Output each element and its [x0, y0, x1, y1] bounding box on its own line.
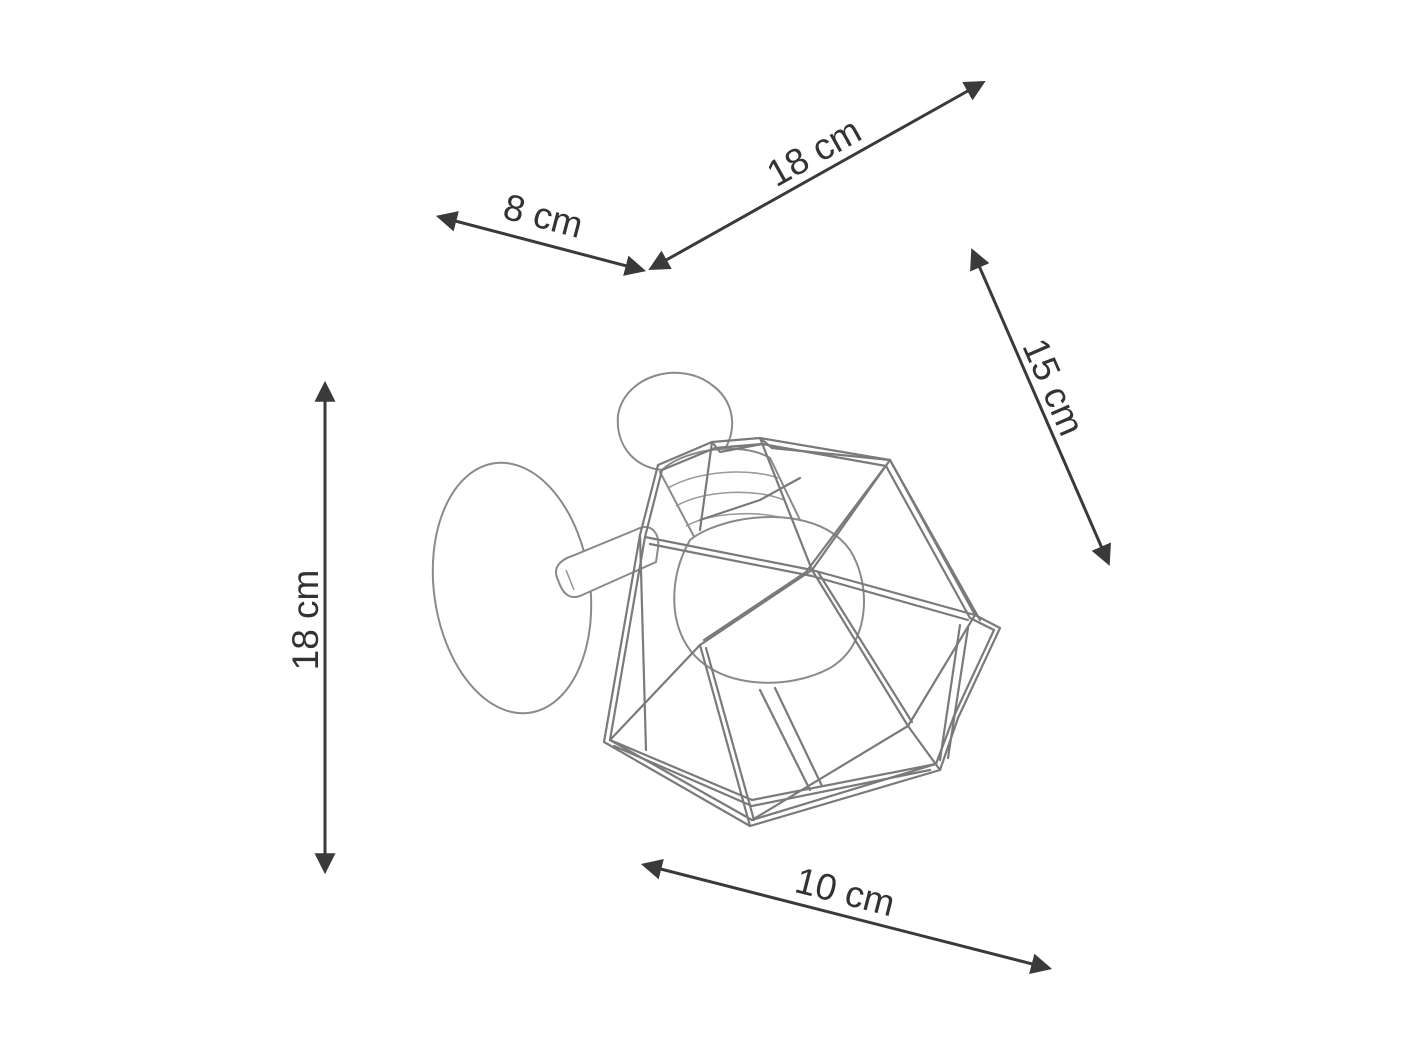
dimension-label-width-bottom: 10 cm: [791, 860, 899, 925]
dimension-width-top-right: 18 cm: [648, 80, 986, 271]
lamp-arm: [554, 526, 660, 598]
dimension-label-height-left: 18 cm: [285, 570, 326, 671]
lamp-illustration: [431, 371, 1002, 828]
dimension-label-height-right: 15 cm: [1015, 333, 1093, 442]
wire-cage: [602, 436, 1002, 828]
dimension-height-right: 15 cm: [970, 248, 1111, 566]
dimension-height-left: 18 cm: [285, 380, 336, 875]
dimension-width-bottom: 10 cm: [640, 858, 1053, 975]
dimension-depth-top-left: 8 cm: [435, 186, 647, 276]
dimension-label-width-top-right: 18 cm: [760, 110, 868, 195]
